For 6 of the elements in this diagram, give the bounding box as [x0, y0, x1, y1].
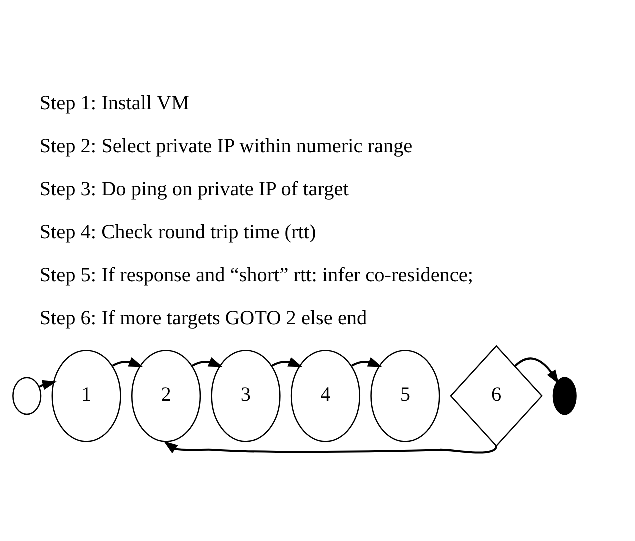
label: Step 3: Do ping on private IP of target — [40, 178, 349, 200]
label: Step 5: If response and “short” rtt: infer co-residence; — [40, 264, 474, 286]
label: Step 2: Select private IP within numeric range — [40, 135, 413, 158]
label: Step 4: Check round trip time (rtt) — [40, 221, 316, 244]
label: Step 1: Install VM — [40, 92, 190, 114]
label: Step 6: If more targets GOTO 2 else end — [40, 307, 368, 330]
